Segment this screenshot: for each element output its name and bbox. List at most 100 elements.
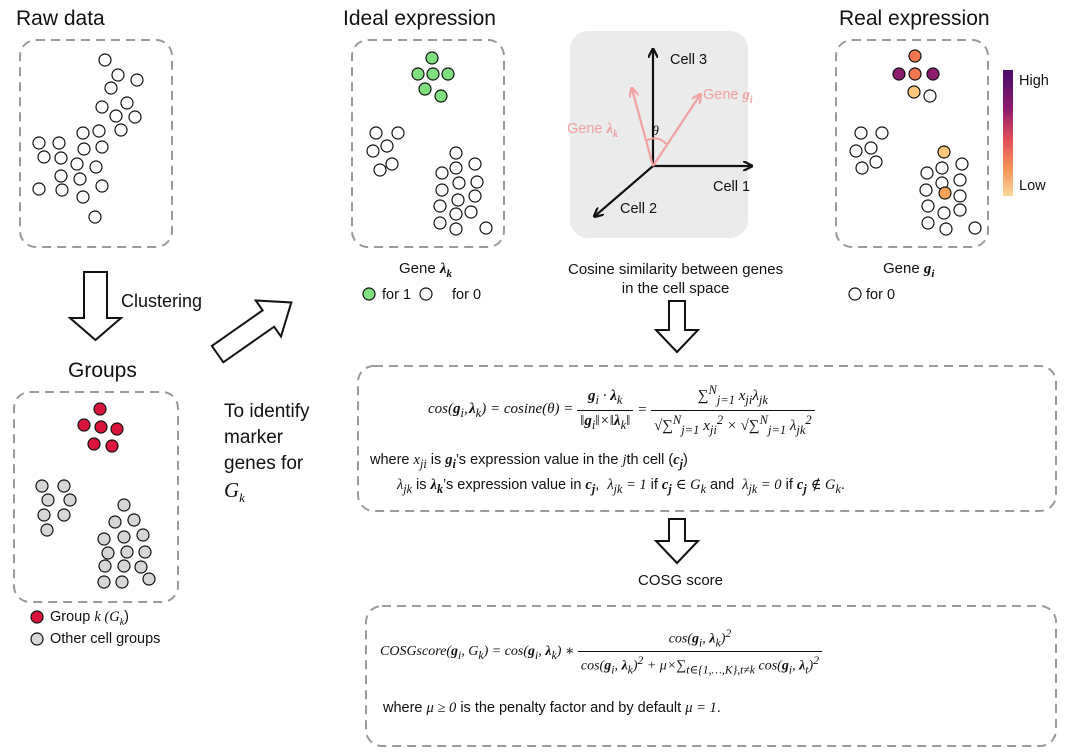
real-legend-zero: for 0: [866, 287, 896, 303]
cell: [923, 89, 937, 103]
cell: [470, 175, 484, 189]
cell-other-group: [136, 528, 150, 542]
real-gene-symbol: g: [923, 261, 932, 277]
theta-label: θ: [652, 124, 659, 139]
cell: [468, 189, 482, 203]
cell-expressed: [926, 67, 940, 81]
cell: [435, 183, 449, 197]
cell: [55, 183, 69, 197]
clustering-down-arrow-icon: [67, 271, 124, 342]
cell: [32, 136, 46, 150]
cell: [864, 141, 878, 155]
cell-other-group: [37, 508, 51, 522]
groups-cells: [35, 402, 156, 589]
cell-expressed: [937, 145, 951, 159]
cell: [435, 166, 449, 180]
identify-line2: marker: [224, 427, 284, 448]
colorbar-low-label: Low: [1019, 178, 1046, 194]
cosine-caption: Cosine similarity between genes in the c…: [568, 261, 784, 297]
legend-swatch-group-k: [30, 610, 44, 624]
cell: [109, 109, 123, 123]
cell-other-group: [40, 523, 54, 537]
cell-other-group: [120, 545, 134, 559]
cosine-down-arrow-icon: [653, 300, 701, 354]
cell-other-group: [101, 546, 115, 560]
ideal-gene-label: Gene λk: [399, 260, 453, 280]
cell: [73, 172, 87, 186]
cell: [88, 210, 102, 224]
groups-title: Groups: [68, 359, 137, 382]
cosg-formula-panel: [365, 605, 1057, 747]
cell-marker: [418, 82, 432, 96]
cell: [77, 142, 91, 156]
raw-data-title: Raw data: [16, 7, 105, 30]
cell: [869, 155, 883, 169]
cell: [104, 81, 118, 95]
cell: [921, 216, 935, 230]
cell-other-group: [35, 479, 49, 493]
cell-other-group: [134, 560, 148, 574]
cell-other-group: [117, 530, 131, 544]
cell: [32, 182, 46, 196]
cell-other-group: [63, 493, 77, 507]
cell-expressed: [892, 67, 906, 81]
cell-marker: [425, 51, 439, 65]
cell-other-group: [41, 493, 55, 507]
cell: [854, 126, 868, 140]
cell-marker: [434, 89, 448, 103]
gene-g-vector-icon: [652, 95, 700, 167]
legend-group-k: Group k (Gk): [50, 609, 130, 628]
cell: [70, 157, 84, 171]
cell-other-group: [117, 559, 131, 573]
cell-group-k: [105, 439, 119, 453]
cell: [451, 193, 465, 207]
cell-other-group: [117, 498, 131, 512]
gene-lambda-vector-icon: [632, 89, 655, 167]
cell: [37, 150, 51, 164]
axis-cell3-label: Cell 3: [670, 52, 708, 68]
cell: [452, 176, 466, 190]
cell-expressed: [938, 186, 952, 200]
cell: [849, 144, 863, 158]
cell: [464, 205, 478, 219]
identify-diagonal-arrow-icon: [210, 299, 293, 364]
cell: [479, 221, 493, 235]
cell-group-k: [87, 437, 101, 451]
cell-other-group: [97, 532, 111, 546]
cell: [449, 161, 463, 175]
cell-other-group: [142, 572, 156, 586]
cell: [373, 163, 387, 177]
cell: [52, 136, 66, 150]
cell-expressed: [907, 85, 921, 99]
cell-group-k: [110, 422, 124, 436]
cell: [955, 157, 969, 171]
cell: [919, 183, 933, 197]
real-expression-panel: [835, 39, 989, 248]
cell: [76, 190, 90, 204]
axis-cell1-label: Cell 1: [713, 179, 751, 195]
real-expression-cells: [849, 49, 982, 236]
identify-line1: To identify: [224, 401, 310, 422]
cell: [95, 100, 109, 114]
heatmap-colorbar: [1003, 70, 1013, 196]
cell-other-group: [97, 575, 111, 589]
cell: [953, 173, 967, 187]
cosine-formula: cos(gi, λk) = cosine(θ) = gi · λk‖gi‖×‖λ…: [428, 383, 815, 438]
ideal-gene-sub: k: [446, 268, 453, 280]
legend-other-groups: Other cell groups: [50, 631, 161, 647]
real-gene-sub: i: [931, 268, 935, 280]
cell: [111, 68, 125, 82]
cell-marker: [441, 67, 455, 81]
cell: [468, 157, 482, 171]
cell-other-group: [127, 513, 141, 527]
cell: [92, 124, 106, 138]
cell: [433, 216, 447, 230]
axis-cell2-label: Cell 2: [620, 201, 658, 217]
identify-line3: genes for: [224, 453, 304, 474]
clustering-label: Clustering: [121, 291, 203, 311]
colorbar-high-label: High: [1019, 73, 1049, 89]
raw-data-cells: [32, 53, 144, 224]
ideal-expression-title: Ideal expression: [343, 7, 496, 30]
ideal-expression-panel: [351, 39, 505, 248]
